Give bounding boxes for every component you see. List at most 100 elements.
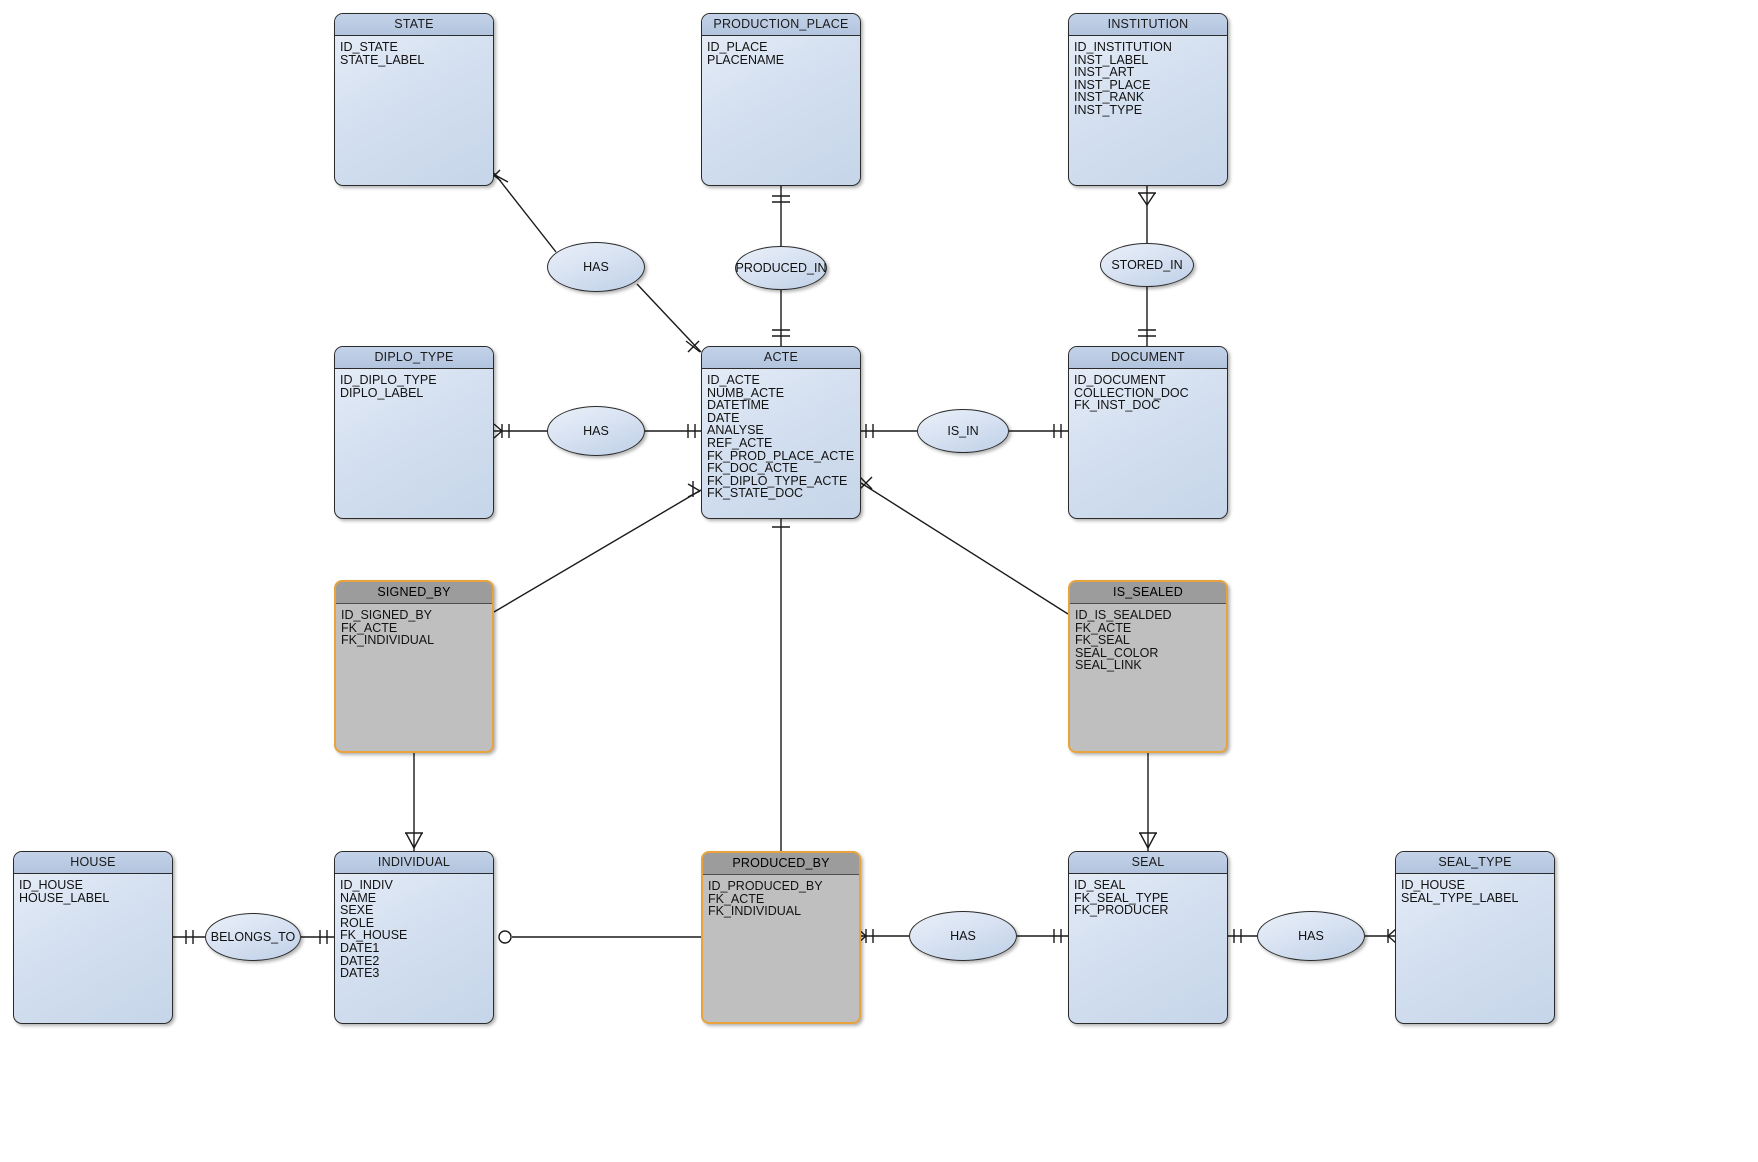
field-row: ID_PRODUCED_BY [708,879,823,893]
connector-acte-issealed [860,482,1069,615]
entity-title-diplo_type: DIPLO_TYPE [335,347,493,369]
relationship-rel_produced_in[interactable]: PRODUCED_IN [735,246,827,290]
field-row: FK_INDIVIDUAL [708,904,802,919]
field-row: INST_RANK [1074,90,1145,105]
connector-state-has [493,172,557,253]
entity-title-is_sealed: IS_SEALED [1070,582,1226,604]
entity-title-document: DOCUMENT [1069,347,1227,369]
crowsfoot-acte-signedby [687,481,701,498]
field-row: FK_ACTE [341,620,398,635]
field-row: ROLE [340,915,375,930]
relationship-label: HAS [1298,929,1324,943]
entity-title-individual: INDIVIDUAL [335,852,493,874]
relationship-label: HAS [583,424,609,438]
relationship-label: HAS [583,260,609,274]
field-row: DATE [707,410,740,425]
relationship-rel_is_in[interactable]: IS_IN [917,409,1009,453]
field-row: ID_SIGNED_BY [341,608,433,622]
field-row: PLACENAME [707,52,785,67]
field-row: REF_ACTE [707,435,773,450]
relationship-rel_has_state[interactable]: HAS [547,242,645,292]
field-row: ID_DIPLO_TYPE [340,373,437,387]
crowsfoot-individual-signedby [405,832,423,849]
relationship-label: STORED_IN [1111,258,1183,272]
field-row: FK_PROD_PLACE_ACTE [707,448,855,463]
field-row: FK_PRODUCER [1074,903,1169,918]
entity-title-institution: INSTITUTION [1069,14,1227,36]
relationship-rel_has_seal[interactable]: HAS [1257,911,1365,961]
field-row: SEAL_COLOR [1075,645,1159,660]
field-row: ID_HOUSE [19,878,83,892]
relationship-rel_belongs_to[interactable]: BELONGS_TO [205,913,301,961]
field-row: SEAL_LINK [1075,658,1142,673]
field-row: ID_ACTE [707,373,760,387]
entity-title-production_place: PRODUCTION_PLACE [702,14,860,36]
field-row: ID_STATE [340,40,398,54]
field-row: HOUSE_LABEL [19,890,110,905]
entity-title-seal_type: SEAL_TYPE [1396,852,1554,874]
field-row: SEXE [340,903,374,918]
field-row: FK_ACTE [708,891,765,906]
entity-title-seal: SEAL [1069,852,1227,874]
field-row: ID_INDIV [340,878,393,892]
field-row: INST_PLACE [1074,77,1151,92]
entity-title-produced_by: PRODUCED_BY [703,853,859,875]
field-row: ID_PLACE [707,40,768,54]
field-row: FK_STATE_DOC [707,486,804,501]
entity-title-signed_by: SIGNED_BY [336,582,492,604]
entity-title-acte: ACTE [702,347,860,369]
relationship-label: HAS [950,929,976,943]
field-row: INST_LABEL [1074,52,1149,67]
field-row: INST_ART [1074,65,1135,80]
field-row: FK_SEAL_TYPE [1074,890,1169,905]
field-row: ID_DOCUMENT [1074,373,1166,387]
field-row: DIPLO_LABEL [340,385,424,400]
crowsfoot-seal-issealed [1139,832,1157,849]
entity-title-state: STATE [335,14,493,36]
field-row: DATE1 [340,940,380,955]
connector-signedby-acte [493,489,702,613]
field-row: FK_DIPLO_TYPE_ACTE [707,473,848,488]
relationship-rel_stored_in[interactable]: STORED_IN [1100,243,1194,287]
crowsfoot-acte-state [685,340,701,353]
crowsfoot-acte-issealed [859,476,873,490]
field-row: COLLECTION_DOC [1074,385,1189,400]
relationship-rel_has_prod[interactable]: HAS [909,911,1017,961]
field-row: ID_HOUSE [1401,878,1465,892]
field-row: NAME [340,890,377,905]
crowsfoot-diplotype [493,423,510,439]
field-row: STATE_LABEL [340,52,425,67]
crowsfoot-institution [1138,192,1156,206]
entity-title-house: HOUSE [14,852,172,874]
relationship-rel_has_diplo[interactable]: HAS [547,406,645,456]
field-row: FK_HOUSE [340,928,408,943]
field-row: DATETIME [707,398,770,413]
field-row: INST_TYPE [1074,102,1143,117]
field-row: NUMB_ACTE [707,385,785,400]
